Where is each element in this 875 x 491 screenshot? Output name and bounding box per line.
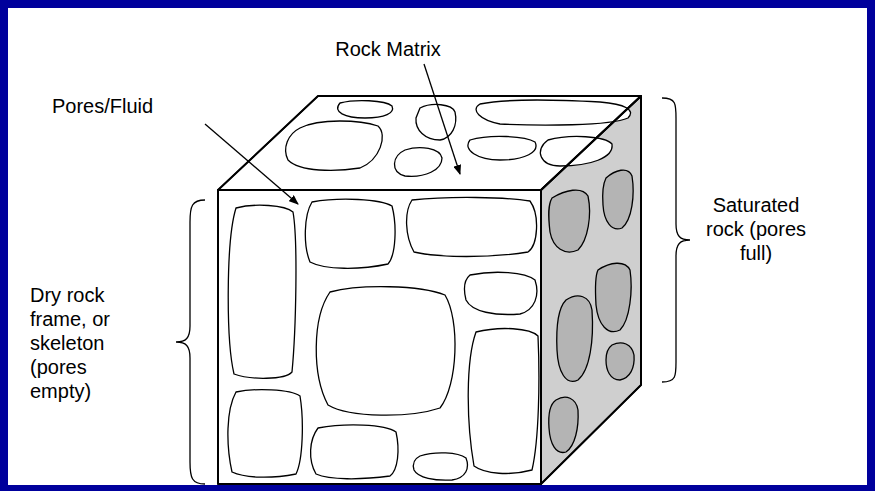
pore: [228, 390, 302, 478]
cube-edge: [218, 96, 641, 190]
fluid-pore: [603, 170, 633, 229]
pore: [311, 425, 398, 479]
pore: [305, 199, 395, 268]
front-face: [218, 190, 541, 484]
part-label: Rock Matrix: [323, 37, 453, 61]
fluid-pore: [549, 397, 578, 452]
pore: [316, 287, 455, 415]
pore: [464, 272, 537, 314]
pore: [476, 100, 630, 125]
fluid-pore: [595, 263, 631, 331]
cube-edge: [218, 190, 541, 484]
leader-arrow: [205, 124, 298, 204]
pore: [540, 137, 612, 166]
pore: [286, 121, 383, 170]
fluid-pore: [557, 296, 593, 381]
pore: [407, 197, 537, 256]
cube-edge: [541, 96, 641, 484]
leader-arrow: [424, 64, 460, 174]
fluid-pore: [606, 343, 634, 380]
pore: [468, 329, 539, 474]
right-bracket: [662, 98, 690, 382]
bracket-label: Saturated rock (pores full): [694, 193, 818, 265]
fluid-pore: [549, 190, 590, 252]
pore: [338, 101, 393, 118]
part-label: Pores/Fluid: [52, 94, 182, 118]
pore: [416, 105, 456, 140]
pore: [394, 148, 442, 177]
pore: [413, 453, 467, 480]
pore: [468, 136, 536, 160]
pore: [228, 205, 296, 378]
right-face: [541, 96, 641, 484]
left-bracket: [176, 200, 205, 484]
bracket-label: Dry rock frame, or skeleton (pores empty…: [30, 283, 142, 403]
